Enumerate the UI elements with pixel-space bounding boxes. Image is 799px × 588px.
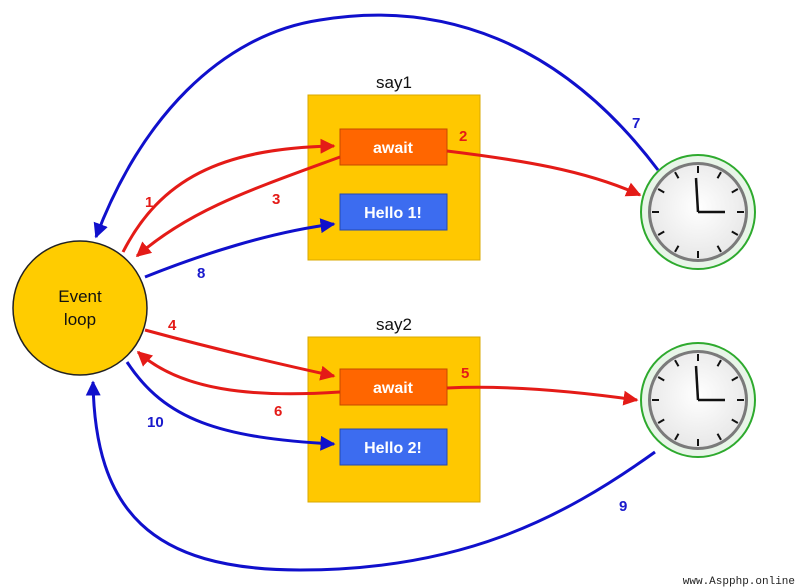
clock-tick [657,188,665,194]
coroutine-say2-box [307,336,481,503]
step-9-label: 9 [619,498,627,515]
clock-tick [674,359,680,367]
await-2-button [339,368,448,406]
arrow-5 [446,385,639,406]
arrow-2 [446,149,642,197]
clock-1-icon [640,154,756,270]
clock-tick [716,359,722,367]
step-10-label: 10 [147,414,164,431]
coroutine-say2: say2 await Hello 2! [307,315,481,503]
arrow-8 [144,218,336,279]
clock-tick [674,171,680,179]
hello-1-button [339,193,448,231]
arrow-9 [85,380,656,572]
coroutine-say1-title: say1 [376,73,412,92]
await-1-button [339,128,448,166]
arrow-1 [121,138,336,253]
clock-tick [731,376,739,382]
hello-2-label: Hello 2! [364,440,422,457]
hello-1-label: Hello 1! [364,205,422,222]
arrow-4 [144,328,336,381]
event-loop: Event loop [12,240,148,376]
clock-tick [674,245,680,253]
clock-tick [657,376,665,382]
step-3-label: 3 [272,191,280,208]
clock-tick [716,171,722,179]
hello-2-button [339,428,448,466]
clock-tick [731,188,739,194]
clock-tick [716,245,722,253]
step-7-label: 7 [632,115,640,132]
arrow-3 [135,155,341,258]
step-6-label: 6 [274,403,282,420]
watermark: www.Aspphp.online [683,576,795,588]
clock-tick [657,230,665,236]
event-loop-circle [12,240,148,376]
step-1-label: 1 [145,194,153,211]
step-4-label: 4 [168,317,177,334]
step-8-label: 8 [197,265,205,282]
arrow-7 [93,13,660,239]
clock-tick [657,418,665,424]
clock-tick [731,230,739,236]
event-loop-label-line1: Event [58,287,102,306]
await-2-label: await [373,380,414,397]
event-loop-label-line2: loop [64,310,96,329]
step-5-label: 5 [461,365,469,382]
arrow-6 [136,350,341,396]
arrow-10 [125,361,336,451]
coroutine-say1: say1 await Hello 1! [307,73,481,261]
step-2-label: 2 [459,128,467,145]
coroutine-say1-box [307,94,481,261]
coroutine-say2-title: say2 [376,315,412,334]
clock-tick [731,418,739,424]
clock-tick [716,433,722,441]
await-1-label: await [373,140,414,157]
clock-2-icon [640,342,756,458]
clock-tick [674,433,680,441]
